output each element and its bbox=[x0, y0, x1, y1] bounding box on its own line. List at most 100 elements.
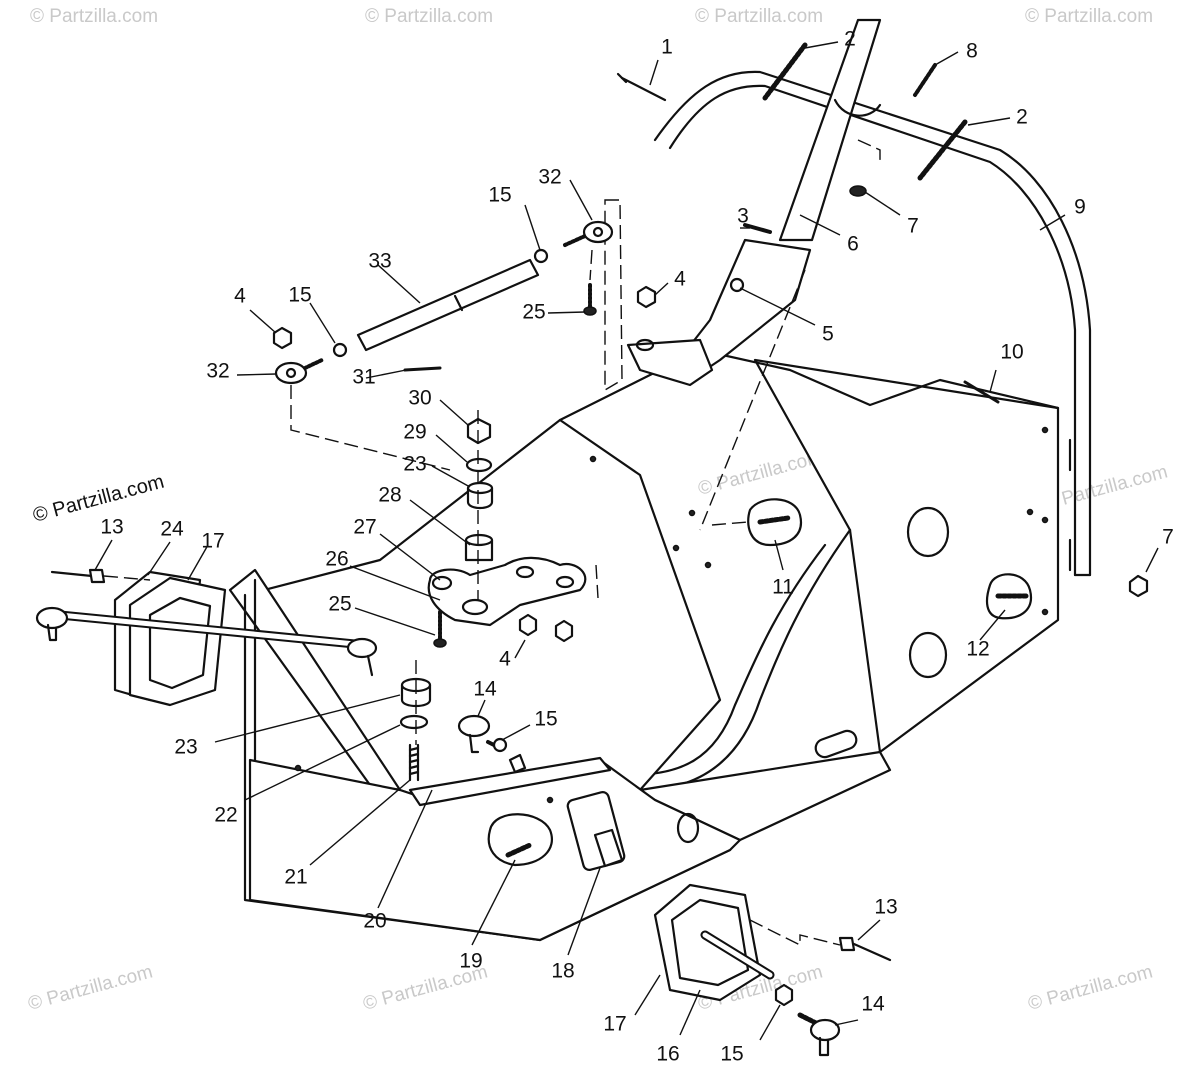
watermark-dark: © Partzilla.com bbox=[31, 471, 167, 527]
rod-end-32a-eye bbox=[592, 226, 604, 238]
callout-7a: 7 bbox=[907, 215, 919, 238]
jam-nut-15c bbox=[492, 737, 508, 753]
callout-1: 1 bbox=[661, 36, 673, 59]
chassis-right-wall bbox=[753, 358, 1060, 754]
callout-7b: 7 bbox=[1162, 526, 1174, 549]
callout-18: 18 bbox=[551, 960, 574, 983]
cable-13b-guide bbox=[749, 919, 841, 947]
rivet bbox=[589, 455, 597, 463]
tie-rod-joint bbox=[453, 294, 464, 312]
right-mounts bbox=[711, 498, 1033, 620]
callout-32b: 32 bbox=[206, 360, 229, 383]
bolt-8 bbox=[913, 63, 937, 97]
callout-14a: 14 bbox=[473, 678, 497, 701]
jam-nut-15b bbox=[332, 342, 348, 358]
chassis-rail-inner bbox=[628, 543, 827, 777]
watermark: © Partzilla.com bbox=[30, 6, 158, 27]
callout-6: 6 bbox=[847, 233, 859, 256]
lower-parts bbox=[457, 714, 624, 868]
mount-reference-line bbox=[699, 269, 806, 531]
callout-19: 19 bbox=[459, 950, 482, 973]
callout-17b: 17 bbox=[603, 1013, 626, 1036]
watermark: © Partzilla.com bbox=[26, 961, 155, 1014]
u-bolt-2a bbox=[762, 42, 808, 101]
callout-11: 11 bbox=[772, 576, 794, 599]
callout-9: 9 bbox=[1074, 196, 1086, 219]
tie-rod-end-14b-stud bbox=[818, 1036, 830, 1057]
nut-4a bbox=[636, 285, 657, 309]
rivet bbox=[294, 764, 302, 772]
washer-22 bbox=[399, 714, 429, 730]
post-clamp bbox=[833, 98, 882, 117]
mount-11-guide bbox=[711, 521, 749, 526]
rivet bbox=[546, 796, 554, 804]
rod-end-32b-eye bbox=[285, 367, 297, 379]
callout-23a: 23 bbox=[174, 736, 197, 759]
bolt-25a-head bbox=[583, 306, 597, 316]
pitman-hole-a bbox=[431, 575, 453, 591]
jam-nut-15a bbox=[533, 248, 549, 264]
callout-24: 24 bbox=[160, 518, 184, 541]
watermark: © Partzilla.com bbox=[695, 6, 823, 27]
cable-13a-guide bbox=[103, 575, 151, 581]
nut-7b bbox=[1128, 574, 1149, 598]
jam-nut-15d bbox=[774, 983, 794, 1007]
nut-4b bbox=[272, 326, 293, 350]
callout-27: 27 bbox=[353, 516, 376, 539]
callout-26: 26 bbox=[325, 548, 348, 571]
pitman-hole-c bbox=[515, 565, 535, 579]
bolt-1-head bbox=[616, 72, 628, 84]
tie-rod-end-left-stud bbox=[46, 623, 58, 642]
rivet bbox=[704, 561, 712, 569]
washer-29 bbox=[465, 457, 493, 473]
stud-21-thread bbox=[408, 746, 420, 776]
callout-33: 33 bbox=[368, 250, 391, 273]
rod-end-guide bbox=[290, 385, 451, 471]
left-spindle bbox=[35, 568, 378, 707]
callout-4c: 4 bbox=[499, 648, 511, 671]
nut-4c bbox=[518, 613, 538, 637]
tie-rod-33 bbox=[356, 258, 540, 352]
steering-crossbar bbox=[408, 756, 612, 807]
frame-hole-lower bbox=[908, 631, 948, 679]
watermark: © Partzilla.com bbox=[696, 446, 825, 499]
callout-3: 3 bbox=[737, 205, 749, 228]
callout-32a: 32 bbox=[538, 166, 561, 189]
callout-10: 10 bbox=[1000, 341, 1023, 364]
callout-15b: 15 bbox=[288, 284, 311, 307]
steering-post bbox=[778, 18, 882, 242]
rod-stub bbox=[508, 753, 527, 774]
cotter-pin-31 bbox=[403, 366, 442, 372]
callout-2b: 2 bbox=[1016, 106, 1028, 129]
rod-end-32b bbox=[274, 361, 308, 385]
tie-rod-end-right bbox=[346, 637, 378, 659]
rivet bbox=[688, 509, 696, 517]
cable-13b bbox=[852, 942, 892, 962]
cable-13a-fitting bbox=[88, 568, 106, 584]
callout-25a: 25 bbox=[522, 301, 545, 324]
callout-5: 5 bbox=[822, 323, 834, 346]
rod-end-32a-thread bbox=[563, 234, 587, 247]
frame-hole-upper bbox=[906, 506, 950, 558]
pivot-stack bbox=[399, 410, 599, 782]
handlebar-outer bbox=[653, 70, 1092, 577]
spacer-28-top bbox=[464, 533, 494, 547]
watermark: © Partzilla.com bbox=[1026, 961, 1155, 1014]
spindle-shaft-left-core bbox=[57, 612, 368, 648]
callout-20: 20 bbox=[363, 910, 386, 933]
watermark: © Partzilla.com bbox=[1025, 6, 1153, 27]
rivet bbox=[1041, 426, 1049, 434]
callout-28: 28 bbox=[378, 484, 401, 507]
nut-4d bbox=[554, 619, 574, 643]
pin-3 bbox=[743, 223, 772, 234]
callout-30: 30 bbox=[408, 387, 431, 410]
tie-rod-end-right-stud bbox=[366, 654, 374, 677]
bolt-25b-head bbox=[433, 638, 447, 648]
handlebar-inner bbox=[668, 84, 1077, 577]
callout-4a: 4 bbox=[674, 268, 686, 291]
right-spindle bbox=[653, 883, 892, 1057]
leader-lines bbox=[94, 41, 1159, 1041]
watermark: © Partzilla.com bbox=[365, 6, 493, 27]
bolt-11 bbox=[757, 515, 791, 525]
bolt-10 bbox=[963, 380, 1000, 404]
